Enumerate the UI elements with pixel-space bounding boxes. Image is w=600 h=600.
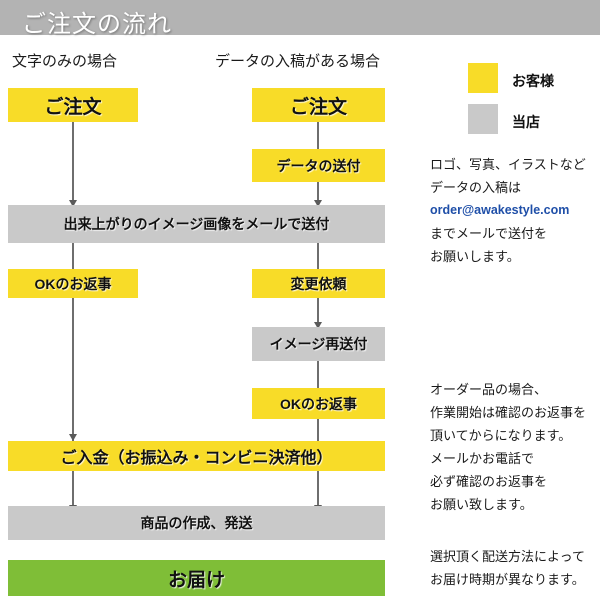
note2-line-2: 作業開始は確認のお返事を [430,405,587,420]
arrowhead-left-1 [69,200,77,207]
legend-shop-swatch [468,104,498,134]
note1-line-4: までメールで送付を [430,226,548,241]
note2-line-4: メールかお電話で [430,451,535,466]
connector-mid-image-to-change [317,243,319,269]
note-data-submission: ロゴ、写真、イラストなど データの入稿は order@awakestyle.co… [430,153,600,268]
box-mid-ok-reply[interactable]: OKのお返事 [252,388,385,419]
box-delivery[interactable]: お届け [8,560,385,596]
connector-mid-ok-to-payment [317,419,319,441]
connector-mid-change-to-resend [317,298,319,327]
box-mid-order[interactable]: ご注文 [252,88,385,122]
box-image-mail[interactable]: 出来上がりのイメージ画像をメールで送付 [8,205,385,243]
connector-mid-resend-to-ok [317,361,319,388]
order-email-link[interactable]: order@awakestyle.com [430,203,570,217]
note1-line-1: ロゴ、写真、イラストなど [430,157,586,172]
connector-left-image-to-ok [72,243,74,269]
arrowhead-left-2 [69,434,77,441]
connector-mid-order-to-senddata [317,122,319,149]
legend-customer-swatch [468,63,498,93]
arrowhead-mid-1 [314,200,322,207]
note-order-confirmation: オーダー品の場合、 作業開始は確認のお返事を 頂いてからになります。 メールかお… [430,378,600,516]
note-shipping-method: 選択頂く配送方法によって お届け時期が異なります。 [430,545,600,591]
connector-left-payment-to-production [72,471,74,512]
connector-left-order-to-image [72,122,74,205]
legend-shop-label: 当店 [512,114,540,130]
header-bar [0,0,600,35]
connector-mid-payment-to-production [317,471,319,512]
box-mid-send-data[interactable]: データの送付 [252,149,385,182]
note3-line-2: お届け時期が異なります。 [430,572,585,587]
note1-line-5: お願いします。 [430,249,520,264]
box-payment[interactable]: ご入金（お振込み・コンビニ決済他） [8,441,385,471]
note3-line-1: 選択頂く配送方法によって [430,549,585,564]
connector-left-ok-to-payment [72,298,74,441]
box-production[interactable]: 商品の作成、発送 [8,506,385,540]
box-mid-image-resend[interactable]: イメージ再送付 [252,327,385,361]
box-left-order[interactable]: ご注文 [8,88,138,122]
box-left-ok-reply[interactable]: OKのお返事 [8,269,138,298]
note2-line-3: 頂いてからになります。 [430,428,572,443]
mid-column-caption: データの入稿がある場合 [215,53,381,70]
note2-line-6: お願い致します。 [430,497,533,512]
note2-line-5: 必ず確認のお返事を [430,474,548,489]
page-title: ご注文の流れ [22,11,172,38]
arrowhead-mid-2 [314,322,322,329]
note2-line-1: オーダー品の場合、 [430,382,548,397]
connector-mid-senddata-to-image [317,182,319,205]
left-column-caption: 文字のみの場合 [12,53,118,70]
box-mid-change-request[interactable]: 変更依頼 [252,269,385,298]
note1-line-2: データの入稿は [430,180,522,195]
legend-customer-label: お客様 [512,73,554,89]
